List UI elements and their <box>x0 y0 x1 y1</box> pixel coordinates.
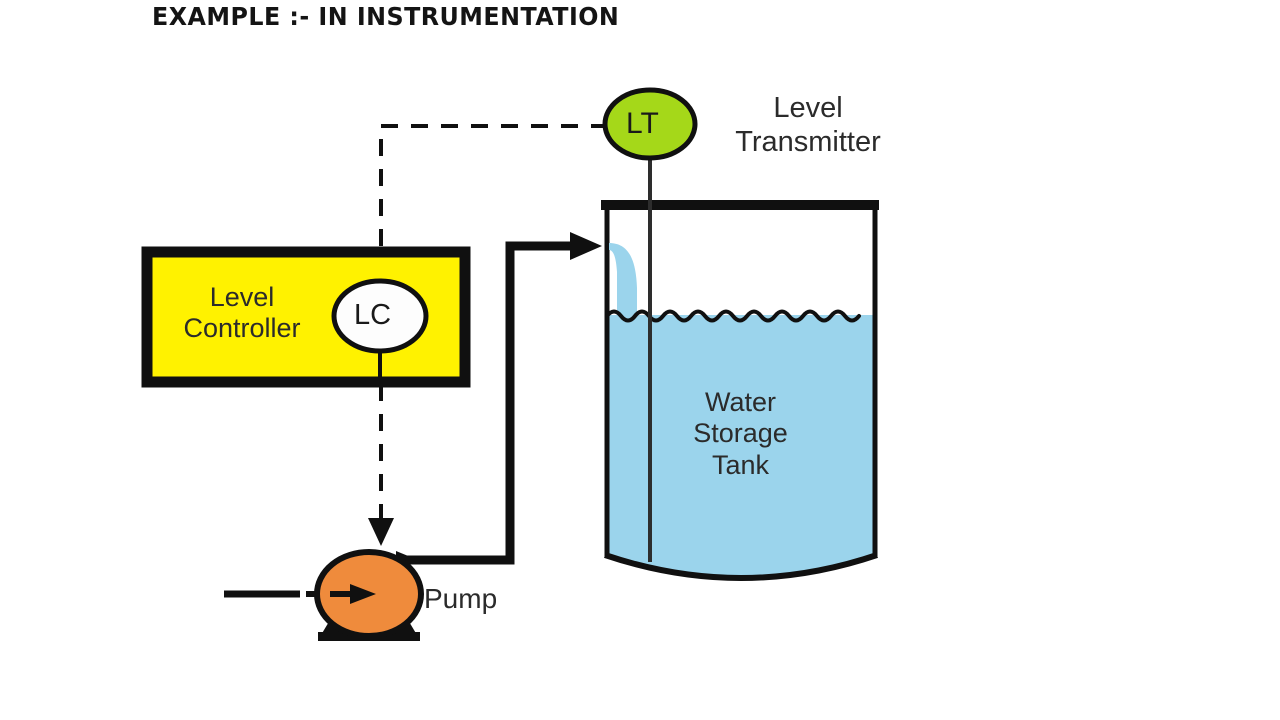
page-title: EXAMPLE :- IN INSTRUMENTATION <box>152 2 620 31</box>
pump-symbol[interactable] <box>314 549 424 641</box>
transmitter-tag-label: LT <box>626 107 659 140</box>
tank-top-rim <box>601 200 879 210</box>
level-transmitter-symbol[interactable] <box>602 87 698 161</box>
level-controller-label-line2: Controller <box>183 313 301 344</box>
level-transmitter-label: Level Transmitter <box>718 92 898 159</box>
discharge-pipe-path <box>400 241 578 565</box>
tank-label-line1: Water <box>704 387 776 417</box>
inflow-water-stream <box>609 243 637 316</box>
tank-bottom <box>604 552 878 581</box>
transmitter-bubble[interactable] <box>602 87 698 161</box>
tank-label-line2: Storage <box>693 418 788 449</box>
signal-line-controller-to-pump <box>368 384 394 546</box>
arrowhead-tank-inlet <box>570 232 602 260</box>
dashed-path-lt-lc <box>379 124 608 258</box>
level-controller-box[interactable] <box>141 246 471 388</box>
water-storage-tank <box>601 152 879 581</box>
water-storage-tank-label: Water Storage Tank <box>668 387 813 481</box>
level-controller-label: Level Controller <box>162 282 322 345</box>
pump-flow-arrowhead <box>350 584 376 604</box>
pump-label: Pump <box>424 583 498 614</box>
controller-tag-label: LC <box>354 299 392 331</box>
level-controller-label-line1: Level <box>209 282 275 312</box>
tank-label-line3: Tank <box>711 449 770 480</box>
tank-water-fill <box>607 315 875 578</box>
level-transmitter-label-line2: Transmitter <box>735 125 881 158</box>
level-transmitter-label-line1: Level <box>773 92 843 124</box>
arrowhead-into-pump <box>368 518 394 546</box>
